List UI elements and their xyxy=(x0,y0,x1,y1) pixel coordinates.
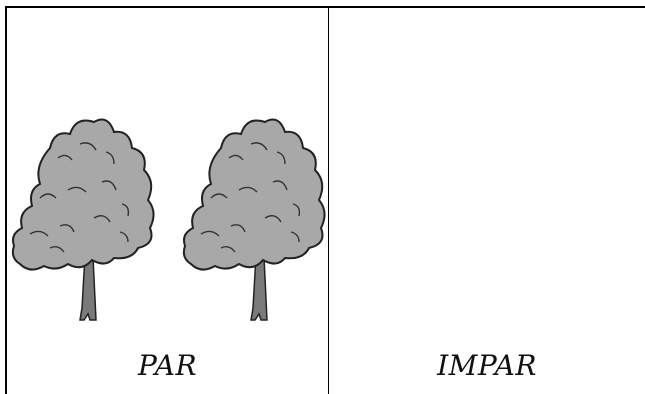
panel-label-par: PAR xyxy=(137,349,198,382)
frame-left-border xyxy=(5,6,7,394)
frame-divider xyxy=(328,6,329,394)
panel-par: PAR xyxy=(7,8,328,394)
panel-impar: IMPAR xyxy=(329,8,645,394)
panel-label-impar: IMPAR xyxy=(437,349,537,382)
tree-icon xyxy=(181,108,329,322)
tree-icon xyxy=(10,108,158,322)
frame-top-border xyxy=(5,6,645,8)
